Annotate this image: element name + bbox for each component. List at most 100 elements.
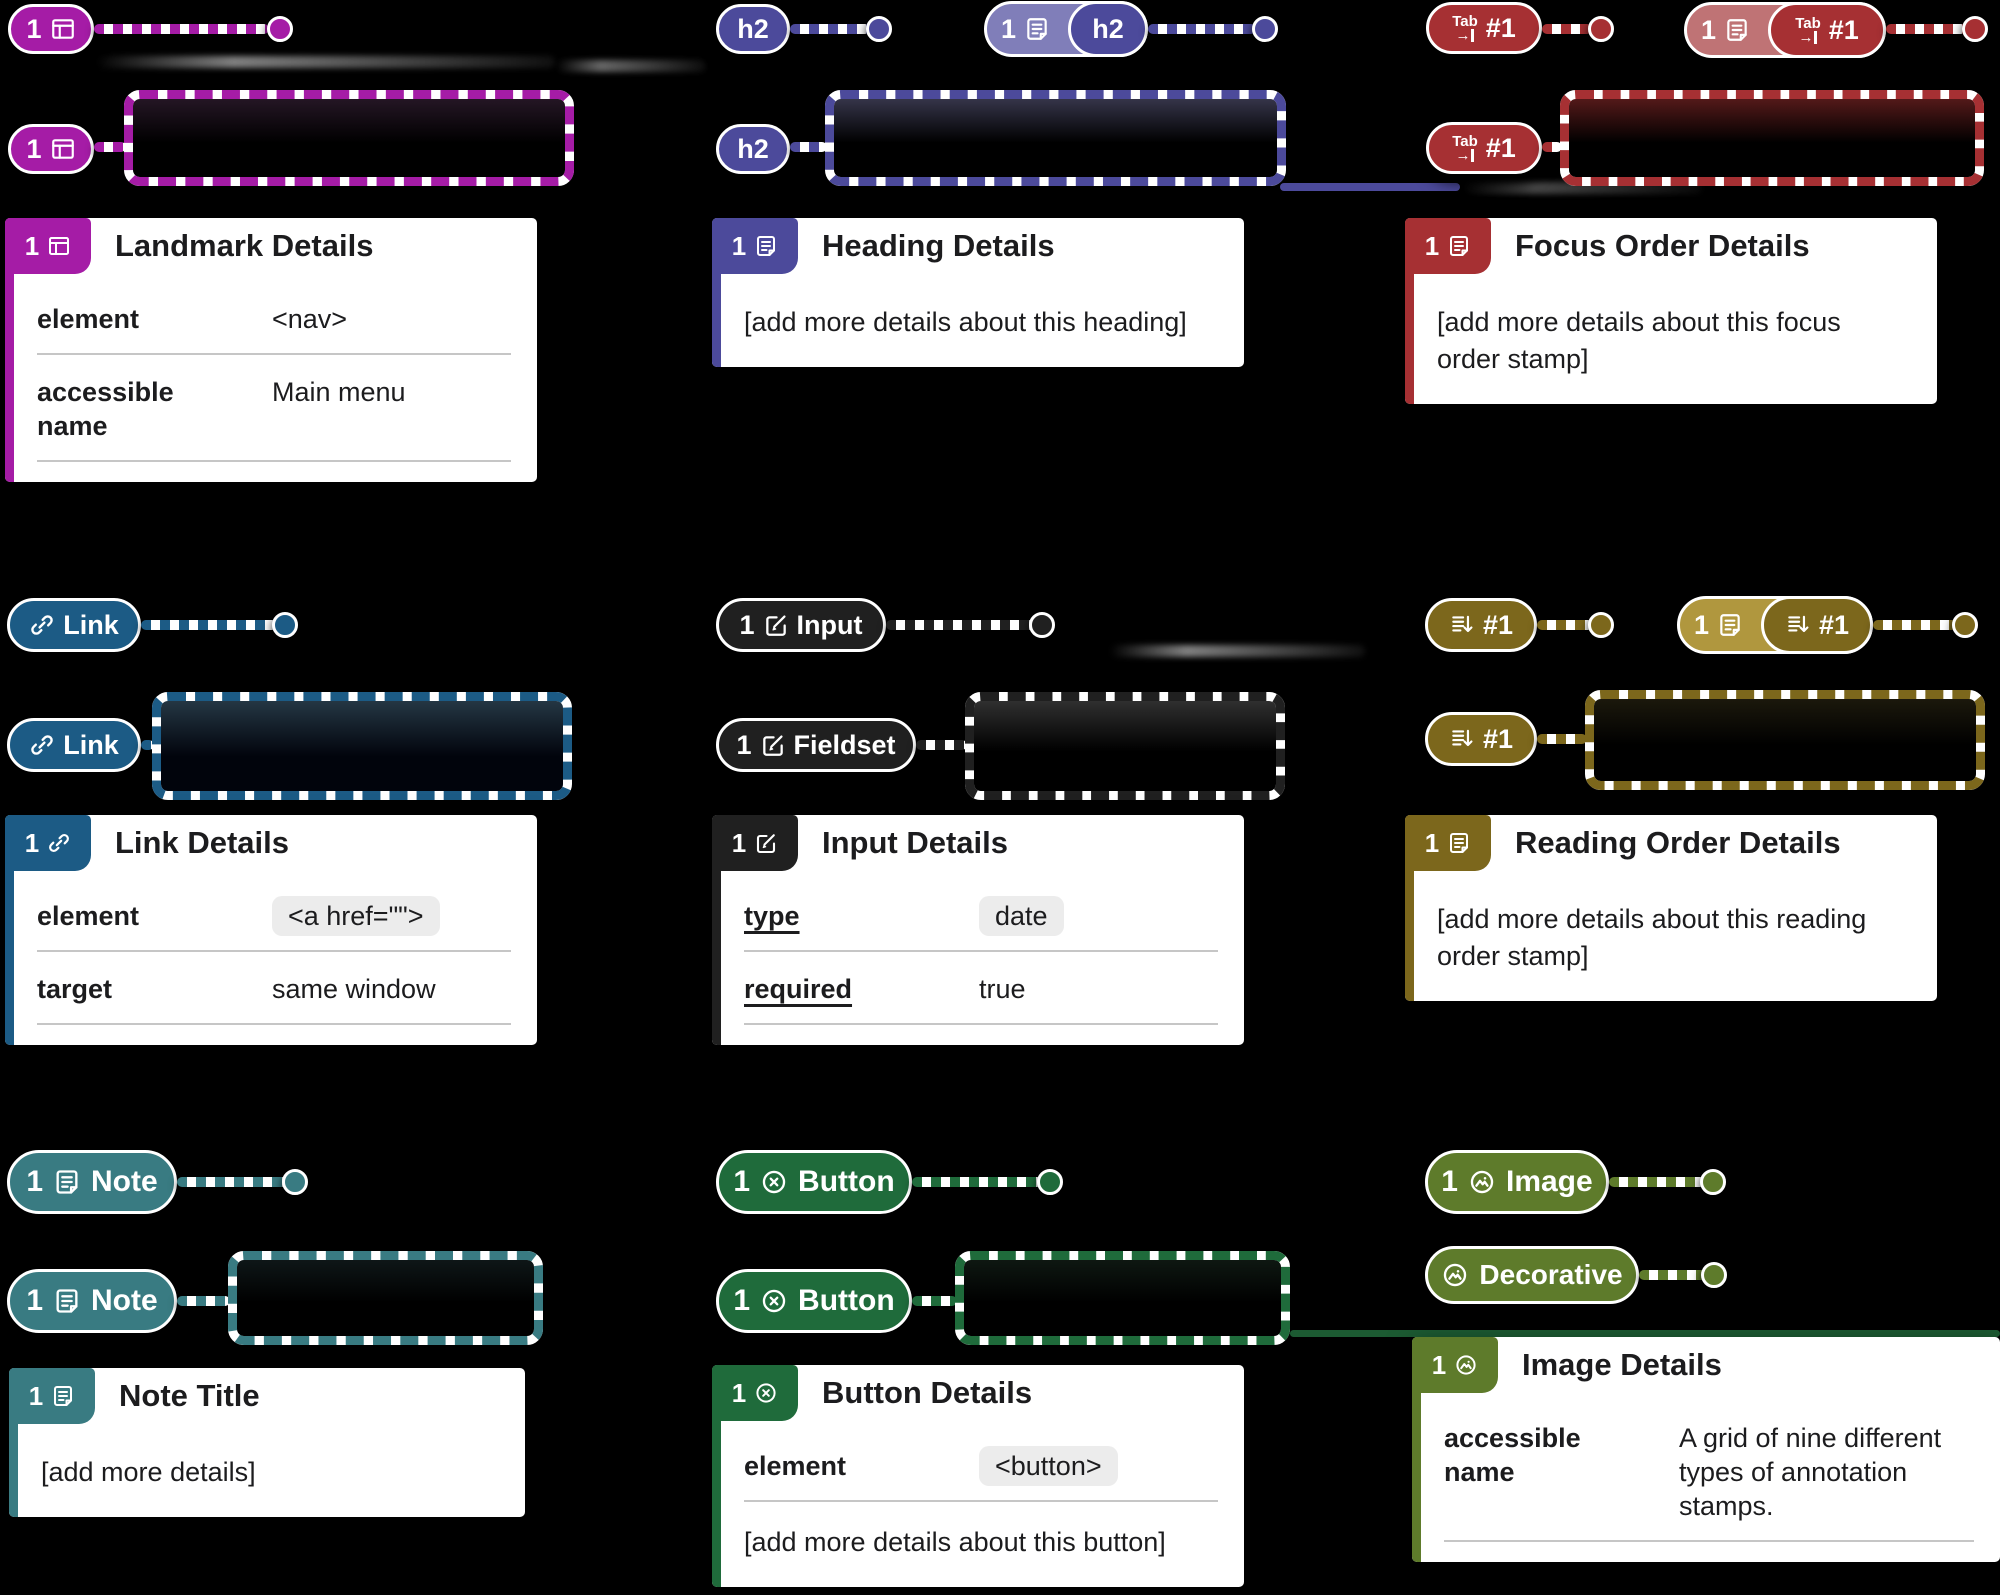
- connector-dot[interactable]: [1252, 16, 1278, 42]
- field-label: element: [744, 1451, 847, 1481]
- connector-line: [94, 142, 126, 152]
- stamp-label: Fieldset: [793, 729, 896, 760]
- stamp-number: 1: [26, 1165, 43, 1198]
- button-stamp-pill[interactable]: 1 Button: [716, 1150, 912, 1214]
- reading-order-stamp-pill[interactable]: #1: [1425, 712, 1537, 766]
- card-title: Image Details: [1522, 1347, 1722, 1382]
- focus-order-stamp-pill[interactable]: Tab → #1: [1426, 2, 1542, 54]
- badge-number: 1: [731, 827, 747, 858]
- image-details-card[interactable]: 1 Image Details accessible name A grid o…: [1412, 1337, 2000, 1562]
- link-target-outline[interactable]: [152, 692, 572, 800]
- stamp-number: 1: [1441, 1165, 1458, 1198]
- badge-number: 1: [731, 1377, 747, 1408]
- link-details-card[interactable]: 1 Link Details element <a href=""> targe…: [5, 815, 537, 1045]
- badge-number: 1: [1431, 1349, 1447, 1380]
- focus-order-details-card[interactable]: 1 Focus Order Details [add more details …: [1405, 218, 1937, 404]
- heading-level-label: h2: [737, 133, 769, 164]
- card-header: 1 Heading Details: [712, 218, 1244, 274]
- note-details-card[interactable]: 1 Note Title [add more details]: [9, 1368, 525, 1517]
- connector-dot[interactable]: [272, 612, 298, 638]
- focus-order-stamp-pill[interactable]: Tab → #1: [1768, 2, 1886, 58]
- image-stamp-pill[interactable]: 1 Image: [1425, 1150, 1609, 1214]
- connector-line: [1542, 24, 1592, 34]
- card-placeholder-text: [add more details about this button]: [744, 1527, 1166, 1557]
- note-stamp-pill[interactable]: 1 Note: [7, 1150, 177, 1214]
- field-value: <a href="">: [272, 896, 511, 936]
- button-details-card[interactable]: 1 Button Details element <button> [add m…: [712, 1365, 1244, 1587]
- stamp-number: 1: [26, 13, 42, 44]
- connector-dot[interactable]: [282, 1169, 308, 1195]
- reading-order-target-outline[interactable]: [1585, 690, 1985, 790]
- field-label: element: [37, 304, 140, 334]
- note-stamp-pill[interactable]: 1 Note: [7, 1269, 177, 1333]
- connector-line: [141, 620, 277, 630]
- connector-dot[interactable]: [1962, 16, 1988, 42]
- field-row: element <a href="">: [37, 879, 511, 952]
- button-stamp-pill[interactable]: 1 Button: [716, 1269, 912, 1333]
- card-title: Note Title: [119, 1378, 260, 1413]
- heading-stamp-pill[interactable]: h2: [716, 4, 790, 54]
- card-badge: 1: [712, 1365, 798, 1421]
- focus-order-stamp-pill[interactable]: Tab → #1: [1426, 122, 1542, 174]
- field-value: Main menu: [272, 377, 406, 407]
- field-row: required true: [744, 952, 1218, 1025]
- card-body: element <button> [add more details about…: [712, 1421, 1244, 1567]
- button-target-outline[interactable]: [955, 1251, 1290, 1345]
- connector-dot[interactable]: [267, 16, 293, 42]
- stamp-label: Decorative: [1479, 1259, 1623, 1290]
- connector-dot[interactable]: [1701, 1262, 1727, 1288]
- reading-order-note-combined-stamp[interactable]: 1 #1: [1677, 596, 1873, 654]
- connector-dot[interactable]: [1029, 612, 1055, 638]
- stamp-number: 1: [26, 1284, 43, 1317]
- reading-order-details-card[interactable]: 1 Reading Order Details [add more detail…: [1405, 815, 1937, 1001]
- heading-stamp-pill[interactable]: h2: [1068, 1, 1148, 57]
- heading-target-outline[interactable]: [825, 90, 1286, 186]
- connector-line: [1609, 1177, 1705, 1187]
- field-label: target: [37, 974, 113, 1004]
- landmark-target-outline[interactable]: [124, 90, 574, 186]
- card-badge: 1: [712, 815, 798, 871]
- heading-details-card[interactable]: 1 Heading Details [add more details abou…: [712, 218, 1244, 367]
- fieldset-stamp-pill[interactable]: 1 Fieldset: [716, 718, 916, 772]
- heading-stamp-pill[interactable]: h2: [716, 124, 790, 174]
- card-body: element <a href=""> target same window: [5, 871, 537, 1025]
- fieldset-target-outline[interactable]: [965, 692, 1285, 800]
- reading-order-stamp-pill[interactable]: #1: [1761, 596, 1873, 654]
- landmark-stamp-pill[interactable]: 1: [8, 124, 94, 174]
- connector-dot[interactable]: [1588, 16, 1614, 42]
- image-leader-line: [1290, 1330, 2000, 1337]
- element-chip: <button>: [979, 1446, 1118, 1486]
- stamp-label: Note: [91, 1284, 158, 1317]
- heading-note-combined-stamp[interactable]: 1 h2: [984, 1, 1148, 57]
- heading-level-label: h2: [1092, 13, 1124, 44]
- focus-order-note-combined-stamp[interactable]: 1 Tab → #1: [1684, 2, 1886, 58]
- input-details-card[interactable]: 1 Input Details type date required true: [712, 815, 1244, 1045]
- reading-order-stamp-pill[interactable]: #1: [1425, 598, 1537, 652]
- card-placeholder-text: [add more details about this reading ord…: [1437, 904, 1867, 971]
- connector-dot[interactable]: [1588, 612, 1614, 638]
- landmark-stamp-pill[interactable]: 1: [8, 4, 94, 54]
- field-value: same window: [272, 974, 436, 1004]
- connector-dot[interactable]: [1700, 1169, 1726, 1195]
- background-streak: [95, 56, 555, 68]
- card-header: 1 Input Details: [712, 815, 1244, 871]
- field-row: element <button>: [744, 1429, 1218, 1502]
- connector-dot[interactable]: [866, 16, 892, 42]
- badge-number: 1: [24, 230, 40, 261]
- note-target-outline[interactable]: [228, 1251, 543, 1345]
- card-header: 1 Reading Order Details: [1405, 815, 1937, 871]
- decorative-image-stamp-pill[interactable]: Decorative: [1425, 1246, 1639, 1304]
- focus-order-target-outline[interactable]: [1560, 90, 1984, 186]
- link-stamp-pill[interactable]: Link: [7, 598, 141, 652]
- input-stamp-pill[interactable]: 1 Input: [716, 598, 886, 652]
- link-stamp-pill[interactable]: Link: [7, 718, 141, 772]
- connector-dot[interactable]: [1952, 612, 1978, 638]
- connector-dot[interactable]: [1037, 1169, 1063, 1195]
- connector-line: [141, 740, 154, 750]
- stamp-number: 1: [733, 1284, 751, 1317]
- landmark-details-card[interactable]: 1 Landmark Details element <nav> accessi…: [5, 218, 537, 482]
- stamp-number: #1: [1485, 12, 1516, 43]
